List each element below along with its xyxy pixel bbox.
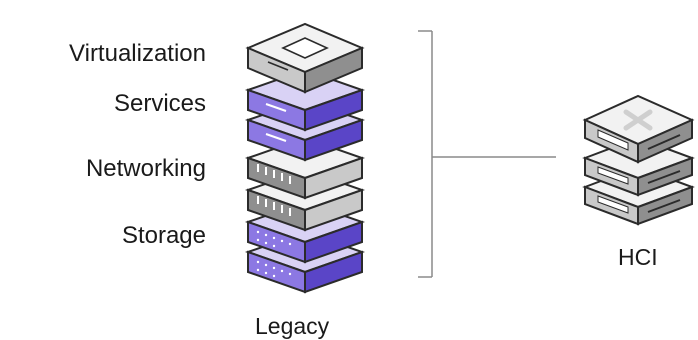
layer-label-virtualization: Virtualization — [69, 40, 206, 67]
layer-label-services: Services — [113, 90, 206, 117]
legacy-stack — [244, 22, 366, 294]
hci-server-icon — [582, 94, 695, 164]
layer-label-storage: Storage — [121, 222, 206, 249]
bracket — [418, 30, 556, 278]
x-logo-icon — [623, 109, 653, 131]
layer-label-networking: Networking — [85, 155, 206, 182]
legacy-label: Legacy — [255, 313, 330, 339]
hci-label: HCI — [618, 244, 658, 270]
hci-stack — [582, 94, 695, 226]
virtualization-server-icon — [245, 22, 365, 94]
